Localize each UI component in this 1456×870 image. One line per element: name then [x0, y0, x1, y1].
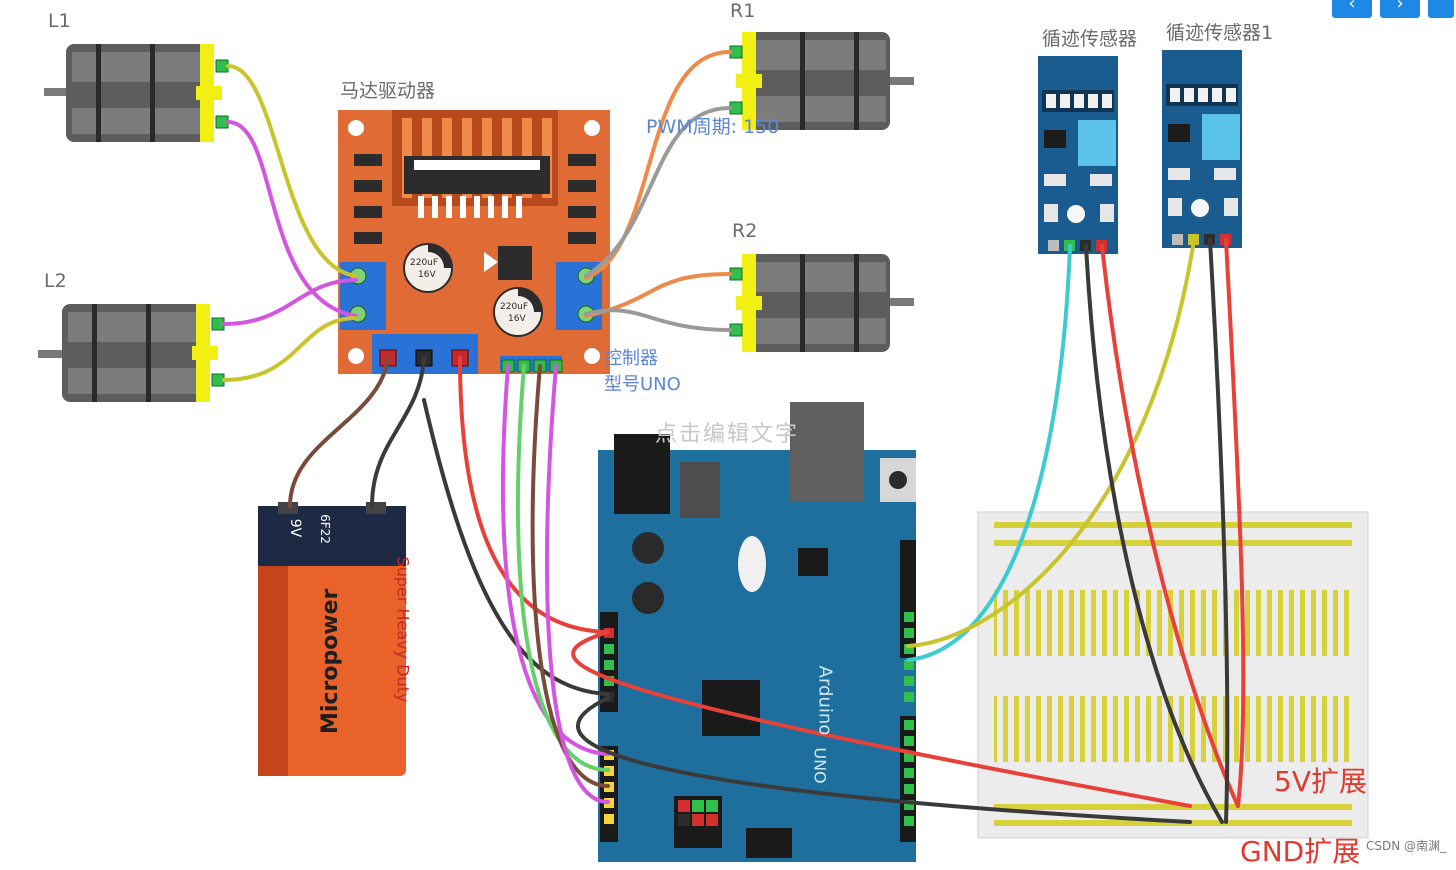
nav-extra-button[interactable]: [1428, 0, 1454, 18]
nav-prev-button[interactable]: ‹: [1332, 0, 1372, 18]
motor-r2-label: R2: [732, 220, 758, 242]
motor-r1[interactable]: [729, 32, 914, 130]
motor-r1-label: R1: [730, 0, 756, 22]
driver-label: 马达驱动器: [340, 80, 436, 102]
cap2-value: 220uF: [500, 302, 529, 312]
cap2-volt: 16V: [508, 314, 526, 324]
wires: [222, 50, 1246, 824]
line-sensor-0[interactable]: [1038, 56, 1118, 254]
battery-model: 6F22: [317, 514, 332, 544]
motor-l1[interactable]: [44, 44, 229, 142]
motor-driver-board[interactable]: [338, 110, 610, 374]
sensor0-label: 循迹传感器: [1042, 28, 1138, 50]
edit-text-hint[interactable]: 点击编辑文字: [655, 422, 800, 447]
battery-9v[interactable]: [258, 502, 406, 776]
motor-l2-label: L2: [44, 270, 67, 292]
ext-gnd-label: GND扩展: [1240, 835, 1361, 868]
arduino-model: UNO: [810, 747, 830, 784]
cap1-value: 220uF: [410, 258, 439, 268]
arduino-name: Arduino: [814, 665, 836, 736]
ext-5v-label: 5V扩展: [1274, 765, 1367, 798]
controller-label: 控制器: [604, 348, 658, 369]
battery-volt: 9V: [287, 518, 304, 538]
arduino-uno-board[interactable]: [598, 402, 916, 862]
motor-r2[interactable]: [729, 254, 914, 352]
motor-l1-label: L1: [48, 10, 71, 32]
battery-tag: Super Heavy Duty: [393, 556, 413, 703]
line-sensor-1[interactable]: [1162, 50, 1242, 248]
breadboard[interactable]: [977, 511, 1369, 839]
cap1-volt: 16V: [418, 270, 436, 280]
model-label: 型号UNO: [604, 374, 681, 395]
motor-l2[interactable]: [38, 304, 225, 402]
watermark: CSDN @南渊_: [1365, 839, 1446, 853]
nav-next-button[interactable]: ›: [1380, 0, 1420, 18]
pwm-label: PWM周期: 150: [646, 116, 780, 138]
sensor1-label: 循迹传感器1: [1166, 22, 1274, 44]
battery-brand: Micropower: [318, 588, 343, 734]
